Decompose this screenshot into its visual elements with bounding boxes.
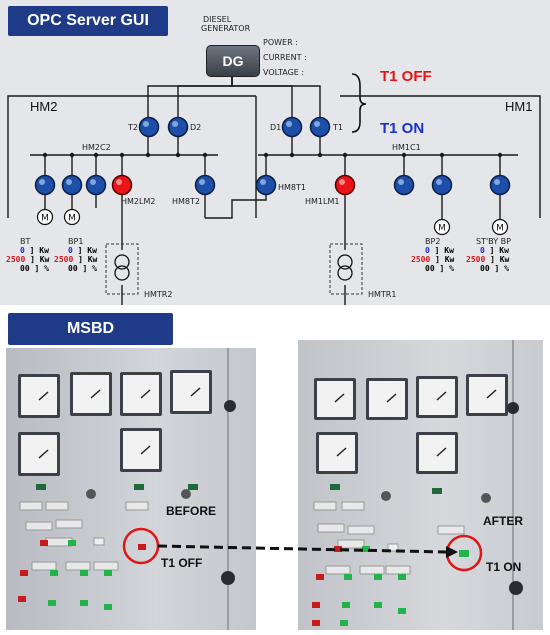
t1-on-annotation: T1 ON <box>380 120 425 137</box>
opc-server-title: OPC Server GUI <box>27 12 149 29</box>
load-readout-bt: BT 0 ] Kw 2500 ] Kw 00 ] % <box>6 237 50 273</box>
breaker-hm8t1[interactable] <box>255 174 277 196</box>
opc-server-screen: M M M M OPC Server GUI DIESEL GENERATOR … <box>0 0 550 305</box>
load-name: ST'BY BP <box>476 237 511 246</box>
breaker-t1[interactable] <box>309 116 331 138</box>
breaker-d1[interactable] <box>281 116 303 138</box>
motor-icon: M <box>491 218 509 236</box>
diesel-generator-label: DG <box>222 53 244 69</box>
load-unit: ] Kw <box>77 246 97 255</box>
breaker-d2[interactable] <box>167 116 189 138</box>
panel-hm2-label: HM2 <box>30 99 58 114</box>
generator-title-line1: DIESEL <box>203 15 232 24</box>
load-unit: ] Kw <box>29 246 49 255</box>
svg-text:M: M <box>68 214 76 224</box>
photo-label-before: BEFORE <box>166 504 217 518</box>
photo-after: AFTER T1 ON <box>298 340 543 630</box>
panel-hm1-label: HM1 <box>505 99 533 114</box>
motor-icon: M <box>433 218 451 236</box>
load-unit: ] Kw <box>434 246 454 255</box>
load-unit: ] Kw <box>30 255 50 264</box>
load-value: 0 <box>68 246 73 255</box>
breaker-feeder[interactable] <box>85 174 107 196</box>
t1-off-annotation: T1 OFF <box>380 68 432 85</box>
load-value: 2500 <box>6 255 26 264</box>
load-value: 00 <box>68 264 78 273</box>
load-value: 00 <box>480 264 490 273</box>
label-hm2lm2: HM2LM2 <box>121 197 156 206</box>
load-name: BT <box>20 237 31 246</box>
load-value: 2500 <box>466 255 486 264</box>
breaker-feeder[interactable] <box>393 174 415 196</box>
load-unit: ] Kw <box>435 255 455 264</box>
load-unit: ] % <box>494 264 509 273</box>
msbd-title: MSBD <box>66 320 115 337</box>
breaker-feeder[interactable] <box>34 174 56 196</box>
load-unit: ] % <box>439 264 454 273</box>
label-hm1lm1: HM1LM1 <box>305 197 340 206</box>
label-t1: T1 <box>333 123 343 132</box>
opc-server-header: OPC Server GUI <box>8 6 168 36</box>
svg-text:M: M <box>496 224 504 234</box>
load-unit: ] Kw <box>489 246 509 255</box>
breaker-feeder[interactable] <box>61 174 83 196</box>
photo-before: BEFORE T1 OFF <box>6 348 256 630</box>
load-value: 00 <box>425 264 435 273</box>
svg-text:M: M <box>438 224 446 234</box>
motor-icon: M <box>63 208 81 226</box>
load-readout-bp2: BP2 0 ] Kw 2500 ] Kw 00 ] % <box>411 237 455 273</box>
load-value: 0 <box>425 246 430 255</box>
current-label: CURRENT : <box>263 53 307 62</box>
generator-title-line2: GENERATOR <box>201 24 251 33</box>
load-value: 00 <box>20 264 30 273</box>
breaker-hm2lm2[interactable] <box>111 174 133 196</box>
label-hm8t1: HM8T1 <box>278 183 306 192</box>
load-name: BP1 <box>68 237 84 246</box>
load-unit: ] Kw <box>490 255 510 264</box>
single-line-diagram <box>7 73 541 305</box>
label-hm2c2: HM2C2 <box>82 143 111 152</box>
msbd-header: MSBD <box>8 313 173 345</box>
label-d1: D1 <box>270 123 282 132</box>
power-label: POWER : <box>263 38 298 47</box>
breaker-feeder[interactable] <box>431 174 453 196</box>
diesel-generator-button[interactable]: DG <box>206 45 260 77</box>
load-value: 2500 <box>54 255 74 264</box>
breaker-t2[interactable] <box>138 116 160 138</box>
breaker-hm8t2[interactable] <box>194 174 216 196</box>
label-hm8t2: HM8T2 <box>172 197 200 206</box>
load-readout-bp1: BP1 0 ] Kw 2500 ] Kw 00 ] % <box>54 237 98 273</box>
motor-icon: M <box>36 208 54 226</box>
photo-label-t1-off: T1 OFF <box>161 556 203 570</box>
svg-text:M: M <box>41 214 49 224</box>
breaker-hm1lm1[interactable] <box>334 174 356 196</box>
switchboard-after-image <box>312 340 523 630</box>
photo-label-after: AFTER <box>483 514 523 528</box>
label-d2: D2 <box>190 123 202 132</box>
photo-label-t1-on: T1 ON <box>486 560 522 574</box>
load-name: BP2 <box>425 237 441 246</box>
breaker-feeder[interactable] <box>489 174 511 196</box>
load-unit: ] % <box>34 264 49 273</box>
label-t2: T2 <box>128 123 138 132</box>
load-value: 0 <box>480 246 485 255</box>
load-value: 2500 <box>411 255 431 264</box>
load-unit: ] Kw <box>78 255 98 264</box>
label-hm1c1: HM1C1 <box>392 143 421 152</box>
load-unit: ] % <box>82 264 97 273</box>
load-value: 0 <box>20 246 25 255</box>
voltage-label: VOLTAGE : <box>263 68 305 77</box>
switchboard-before-image <box>18 348 236 630</box>
label-hmtr2: HMTR2 <box>144 290 173 299</box>
load-readout-stby-bp: ST'BY BP 0 ] Kw 2500 ] Kw 00 ] % <box>466 237 511 273</box>
label-hmtr1: HMTR1 <box>368 290 397 299</box>
